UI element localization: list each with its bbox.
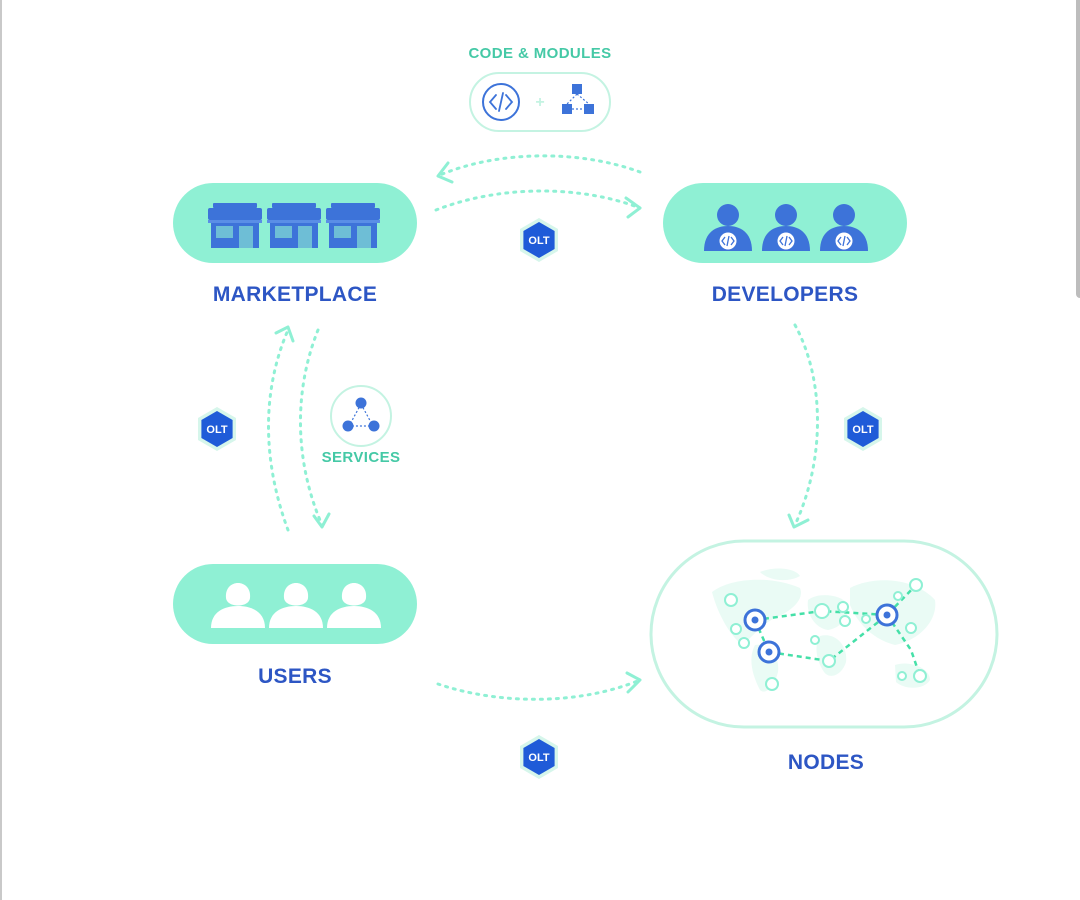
- code-modules-label: CODE & MODULES: [468, 45, 612, 62]
- nodes-label: NODES: [787, 751, 865, 774]
- token-label: OLT: [206, 424, 227, 436]
- marketplace-label: MARKETPLACE: [212, 283, 378, 306]
- svg-text:+: +: [535, 94, 544, 111]
- token-label: OLT: [528, 235, 549, 247]
- users-node: [173, 564, 417, 644]
- network-triangle-icon: [330, 385, 392, 447]
- flow-arrows: [267, 154, 819, 701]
- scrollbar-handle[interactable]: [1076, 0, 1080, 298]
- storefront-icon: [326, 203, 380, 248]
- left-frame-edge: [0, 0, 2, 900]
- arrow-developers-to-marketplace: [438, 154, 642, 177]
- olt-hexagon-icon: OLT: [520, 218, 558, 262]
- developers-label: DEVELOPERS: [711, 283, 859, 306]
- token-label: OLT: [528, 752, 549, 764]
- olt-hexagon-icon: OLT: [844, 407, 882, 451]
- marketplace-node: [173, 183, 417, 263]
- cubes-icon: [562, 84, 594, 114]
- arrow-developers-to-nodes: [793, 323, 819, 527]
- token-label: OLT: [852, 424, 873, 436]
- nodes-node: [649, 539, 999, 729]
- developers-node: [663, 183, 907, 263]
- olt-hexagon-icon: OLT: [520, 735, 558, 779]
- arrow-marketplace-to-developers: [434, 189, 642, 212]
- minor-node-markers: [724, 578, 927, 691]
- olt-hexagon-icon: OLT: [198, 407, 236, 451]
- arrow-marketplace-to-users: [298, 328, 324, 527]
- code-modules-badge: +: [469, 72, 611, 132]
- services-label: SERVICES: [321, 449, 401, 466]
- major-node-centers: [751, 611, 891, 656]
- storefront-icon: [208, 203, 262, 248]
- arrow-users-to-nodes: [436, 678, 642, 701]
- node-links: [753, 584, 922, 677]
- storefront-icon: [267, 203, 321, 248]
- arrow-heads: [274, 161, 810, 694]
- arrow-users-to-marketplace: [267, 328, 290, 532]
- code-brackets-icon: [482, 83, 520, 121]
- users-label: USERS: [258, 665, 332, 688]
